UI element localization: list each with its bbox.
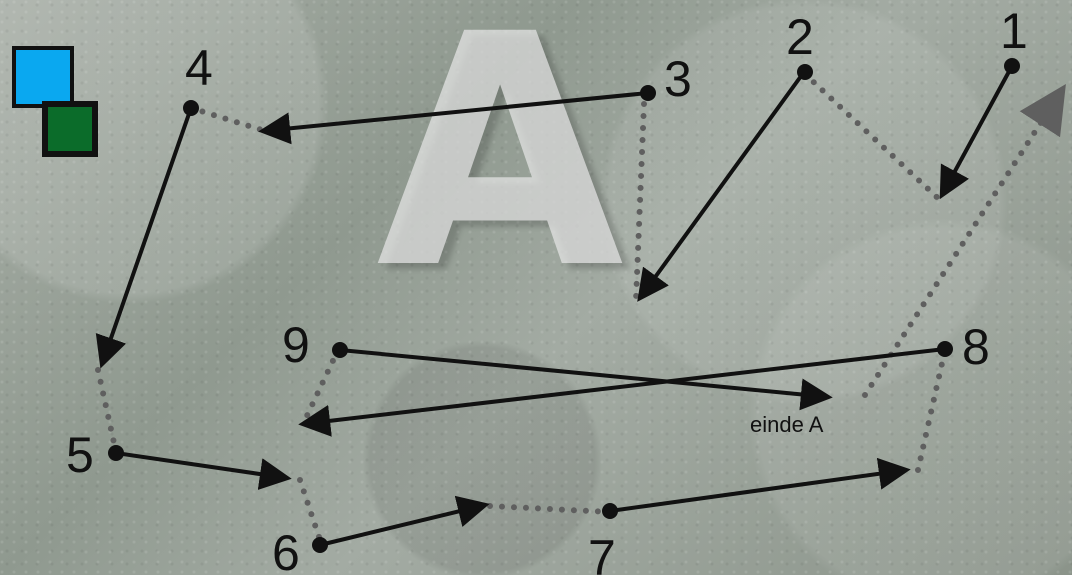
- point-3: [640, 85, 656, 101]
- point-label-5: 5: [66, 427, 94, 483]
- dotted-path-7-8: [915, 347, 948, 473]
- dotted-path-4: [188, 105, 265, 133]
- arrow-2: [637, 70, 806, 302]
- dotted-path-5: [95, 367, 119, 455]
- arrow-7: [609, 457, 911, 513]
- point-5: [108, 445, 124, 461]
- point-label-9: 9: [282, 317, 310, 373]
- point-label-7: 7: [588, 530, 616, 575]
- arrow-3: [258, 91, 649, 145]
- dotted-path-9: [302, 347, 341, 423]
- arrow-4: [95, 107, 193, 369]
- end-label: einde A: [750, 412, 824, 437]
- point-4: [183, 100, 199, 116]
- arrow-1: [939, 65, 1014, 200]
- green-square-icon: [42, 101, 98, 157]
- dotted-path-6-7: [487, 503, 613, 515]
- dotted-path-1-2: [802, 71, 943, 203]
- point-7: [602, 503, 618, 519]
- dotted-path-8-end: [862, 83, 1066, 398]
- point-label-3: 3: [664, 51, 692, 107]
- point-label-1: 1: [1000, 3, 1028, 59]
- point-1: [1004, 58, 1020, 74]
- dotted-path-6: [297, 477, 323, 543]
- big-letter-a: A: [376, 0, 624, 339]
- arrow-6: [319, 495, 490, 547]
- point-label-4: 4: [185, 40, 213, 96]
- arrow-5: [115, 451, 292, 490]
- point-label-2: 2: [786, 9, 814, 65]
- point-2: [797, 64, 813, 80]
- arrow-8: [298, 347, 946, 437]
- point-8: [937, 341, 953, 357]
- point-6: [312, 537, 328, 553]
- point-9: [332, 342, 348, 358]
- arrow-9: [339, 348, 833, 411]
- point-label-8: 8: [962, 319, 990, 375]
- dotted-path-3: [633, 101, 647, 303]
- point-label-6: 6: [272, 525, 300, 575]
